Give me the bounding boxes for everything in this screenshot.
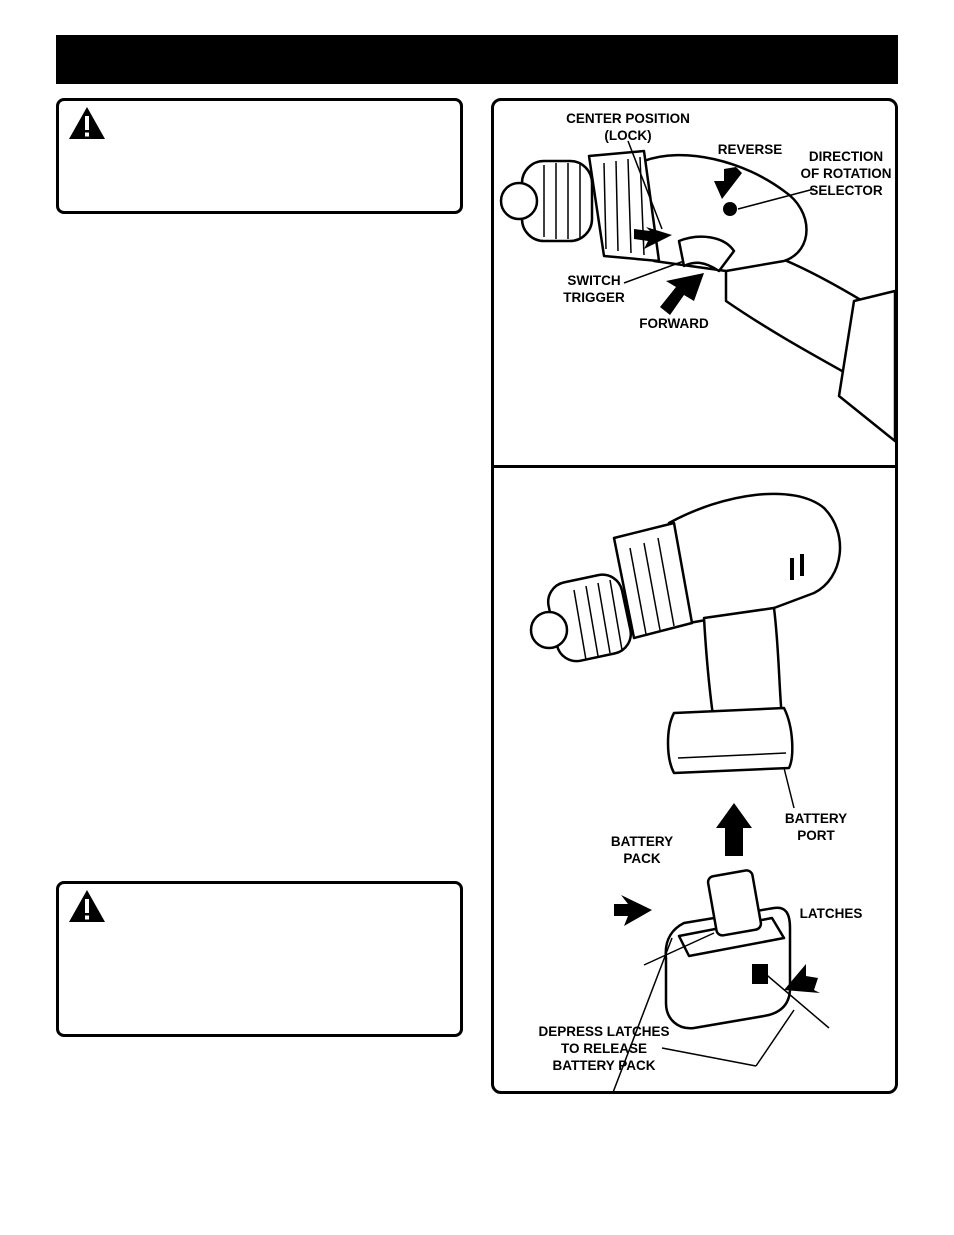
label-selector: SELECTOR (809, 183, 883, 198)
label-direction: DIRECTION (809, 149, 883, 164)
label-battery-pack-1: BATTERY (611, 834, 673, 849)
warning-box-bottom (56, 881, 463, 1037)
warning-box-top (56, 98, 463, 214)
label-battery-pack-2: PACK (623, 851, 661, 866)
label-depress-latches: DEPRESS LATCHES (538, 1024, 669, 1039)
label-battery-pack-release: BATTERY PACK (552, 1058, 655, 1073)
label-of-rotation: OF ROTATION (801, 166, 892, 181)
label-trigger: TRIGGER (563, 290, 625, 305)
section-header-bar (56, 35, 898, 84)
warning-triangle-icon (69, 890, 105, 922)
label-forward: FORWARD (639, 316, 709, 331)
label-latches: LATCHES (800, 906, 863, 921)
label-battery-port-2: PORT (797, 828, 835, 843)
label-center-position: CENTER POSITION (566, 111, 690, 126)
warning-triangle-icon (69, 107, 105, 139)
label-battery-port-1: BATTERY (785, 811, 847, 826)
figure-frame: CENTER POSITION (LOCK) REVERSE DIRECTION… (491, 98, 898, 1094)
figure-divider (494, 465, 895, 468)
battery-removal-illustration: BATTERY PORT BATTERY PACK LATCHES DEPRES… (529, 492, 863, 1091)
label-to-release: TO RELEASE (561, 1041, 647, 1056)
label-reverse: REVERSE (718, 142, 783, 157)
label-switch: SWITCH (567, 273, 620, 288)
direction-selector-illustration: CENTER POSITION (LOCK) REVERSE DIRECTION… (499, 111, 895, 443)
label-lock: (LOCK) (604, 128, 651, 143)
